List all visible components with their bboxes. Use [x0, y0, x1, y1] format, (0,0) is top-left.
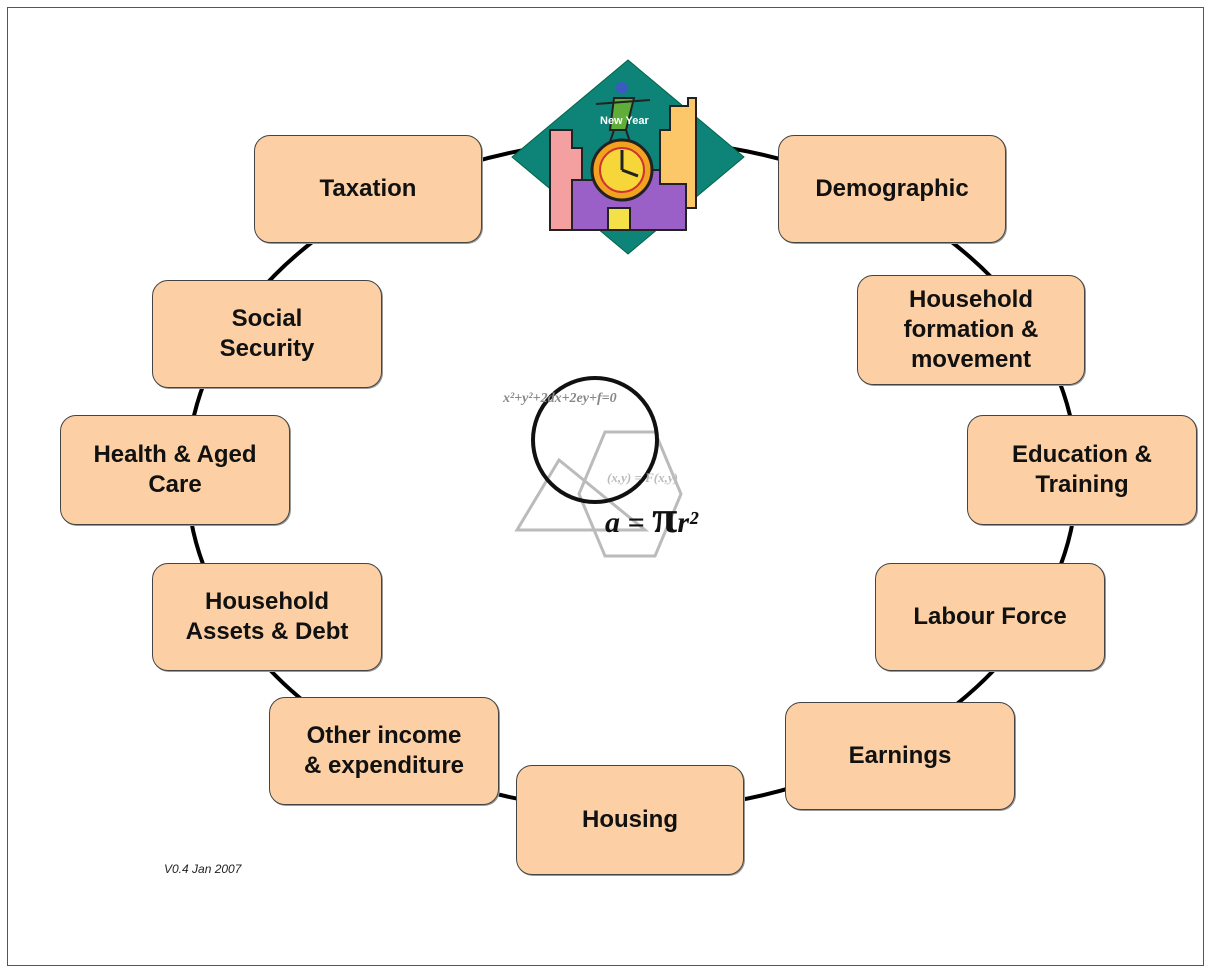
node-labour-force: Labour Force: [875, 563, 1105, 671]
node-education-training: Education & Training: [967, 415, 1197, 525]
math-illustration: x²+y²+2dx+2ey+f=0 (x,y) = F(x,y) a = πr²: [502, 376, 699, 558]
function-equation: (x,y) = F(x,y): [607, 470, 678, 485]
node-health-aged-care: Health & Aged Care: [60, 415, 290, 525]
triangle-shape: [514, 457, 650, 532]
node-social-security: Social Security: [152, 280, 382, 388]
slide-frame: [7, 7, 1204, 966]
new-year-logo: New Year: [511, 59, 745, 255]
circle-shape: [531, 376, 659, 504]
node-earnings: Earnings: [785, 702, 1015, 810]
node-household-formation: Household formation & movement: [857, 275, 1085, 385]
node-other-income: Other income & expenditure: [269, 697, 499, 805]
version-label: V0.4 Jan 2007: [164, 862, 242, 876]
node-taxation: Taxation: [254, 135, 482, 243]
area-formula: a = πr²: [605, 491, 699, 542]
node-demographic: Demographic: [778, 135, 1006, 243]
node-housing: Housing: [516, 765, 744, 875]
logo-caption: New Year: [600, 115, 649, 127]
node-household-assets: Household Assets & Debt: [152, 563, 382, 671]
circle-equation: x²+y²+2dx+2ey+f=0: [502, 391, 617, 406]
